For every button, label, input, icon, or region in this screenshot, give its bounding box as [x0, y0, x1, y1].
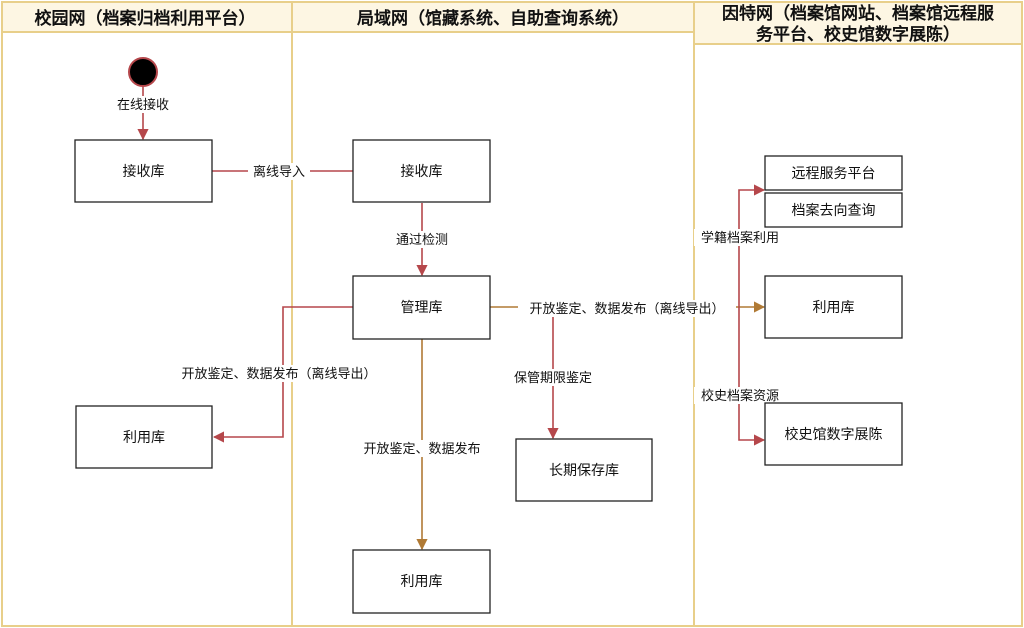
lane-body-lan — [291, 31, 695, 627]
lane-title-lan: 局域网（馆藏系统、自助查询系统） — [357, 8, 629, 29]
node-campus-use: 利用库 — [75, 405, 213, 469]
node-lan-longterm: 长期保存库 — [515, 438, 653, 502]
lane-title-internet-line2: 务平台、校史馆数字展陈） — [756, 24, 960, 45]
node-lan-use: 利用库 — [352, 549, 491, 614]
svg-text:利用库: 利用库 — [813, 300, 855, 316]
svg-text:长期保存库: 长期保存库 — [549, 463, 619, 479]
node-net-use: 利用库 — [764, 275, 903, 339]
svg-text:利用库: 利用库 — [401, 574, 443, 590]
lane-headers: 校园网（档案归档利用平台） 局域网（馆藏系统、自助查询系统） 因特网（档案馆网站… — [1, 1, 1023, 45]
edge-history-resources — [738, 307, 766, 446]
label-offline-import: 离线导入 — [253, 164, 305, 180]
svg-text:利用库: 利用库 — [123, 430, 165, 446]
label-student-records: 学籍档案利用 — [701, 230, 779, 246]
svg-text:接收库: 接收库 — [401, 163, 443, 180]
edge-labels: 在线接收 离线导入 通过检测 开放鉴定、数据发布（离线导出） 开放鉴定、数据发布… — [113, 96, 786, 457]
svg-text:管理库: 管理库 — [401, 300, 443, 316]
lane-body-internet — [693, 43, 1023, 627]
node-lan-receive: 接收库 — [352, 139, 491, 203]
label-retention-appraisal: 保管期限鉴定 — [514, 371, 592, 386]
label-pass-check: 通过检测 — [396, 233, 448, 248]
lane-header-campus — [1, 1, 293, 33]
lane-title-internet-line1: 因特网（档案馆网站、档案馆远程服 — [722, 3, 995, 24]
node-lan-manage: 管理库 — [352, 275, 491, 340]
node-net-whereabouts: 档案去向查询 — [764, 192, 903, 228]
svg-text:校史馆数字展陈: 校史馆数字展陈 — [785, 426, 883, 443]
nodes: 接收库 利用库 接收库 管理库 长期保存库 利用库 远程服务平台 档案去向查询 — [74, 139, 903, 614]
label-open-publish-offline-left: 开放鉴定、数据发布（离线导出） — [181, 366, 376, 382]
svg-text:远程服务平台: 远程服务平台 — [792, 166, 876, 182]
node-net-exhibit: 校史馆数字展陈 — [764, 402, 903, 466]
svg-text:档案去向查询: 档案去向查询 — [792, 202, 876, 219]
node-net-remote: 远程服务平台 — [764, 155, 903, 191]
label-open-publish: 开放鉴定、数据发布 — [363, 441, 480, 457]
start-node — [128, 57, 158, 87]
label-history-resources: 校史档案资源 — [701, 388, 779, 404]
lane-title-campus: 校园网（档案归档利用平台） — [35, 8, 256, 29]
label-online-receive: 在线接收 — [117, 97, 169, 113]
node-campus-receive: 接收库 — [74, 139, 213, 203]
lane-bodies — [1, 31, 1023, 627]
edge-student-records — [738, 184, 766, 307]
svg-text:接收库: 接收库 — [123, 163, 165, 180]
lane-body-campus — [1, 31, 293, 627]
label-open-publish-offline-right: 开放鉴定、数据发布（离线导出） — [529, 301, 724, 317]
